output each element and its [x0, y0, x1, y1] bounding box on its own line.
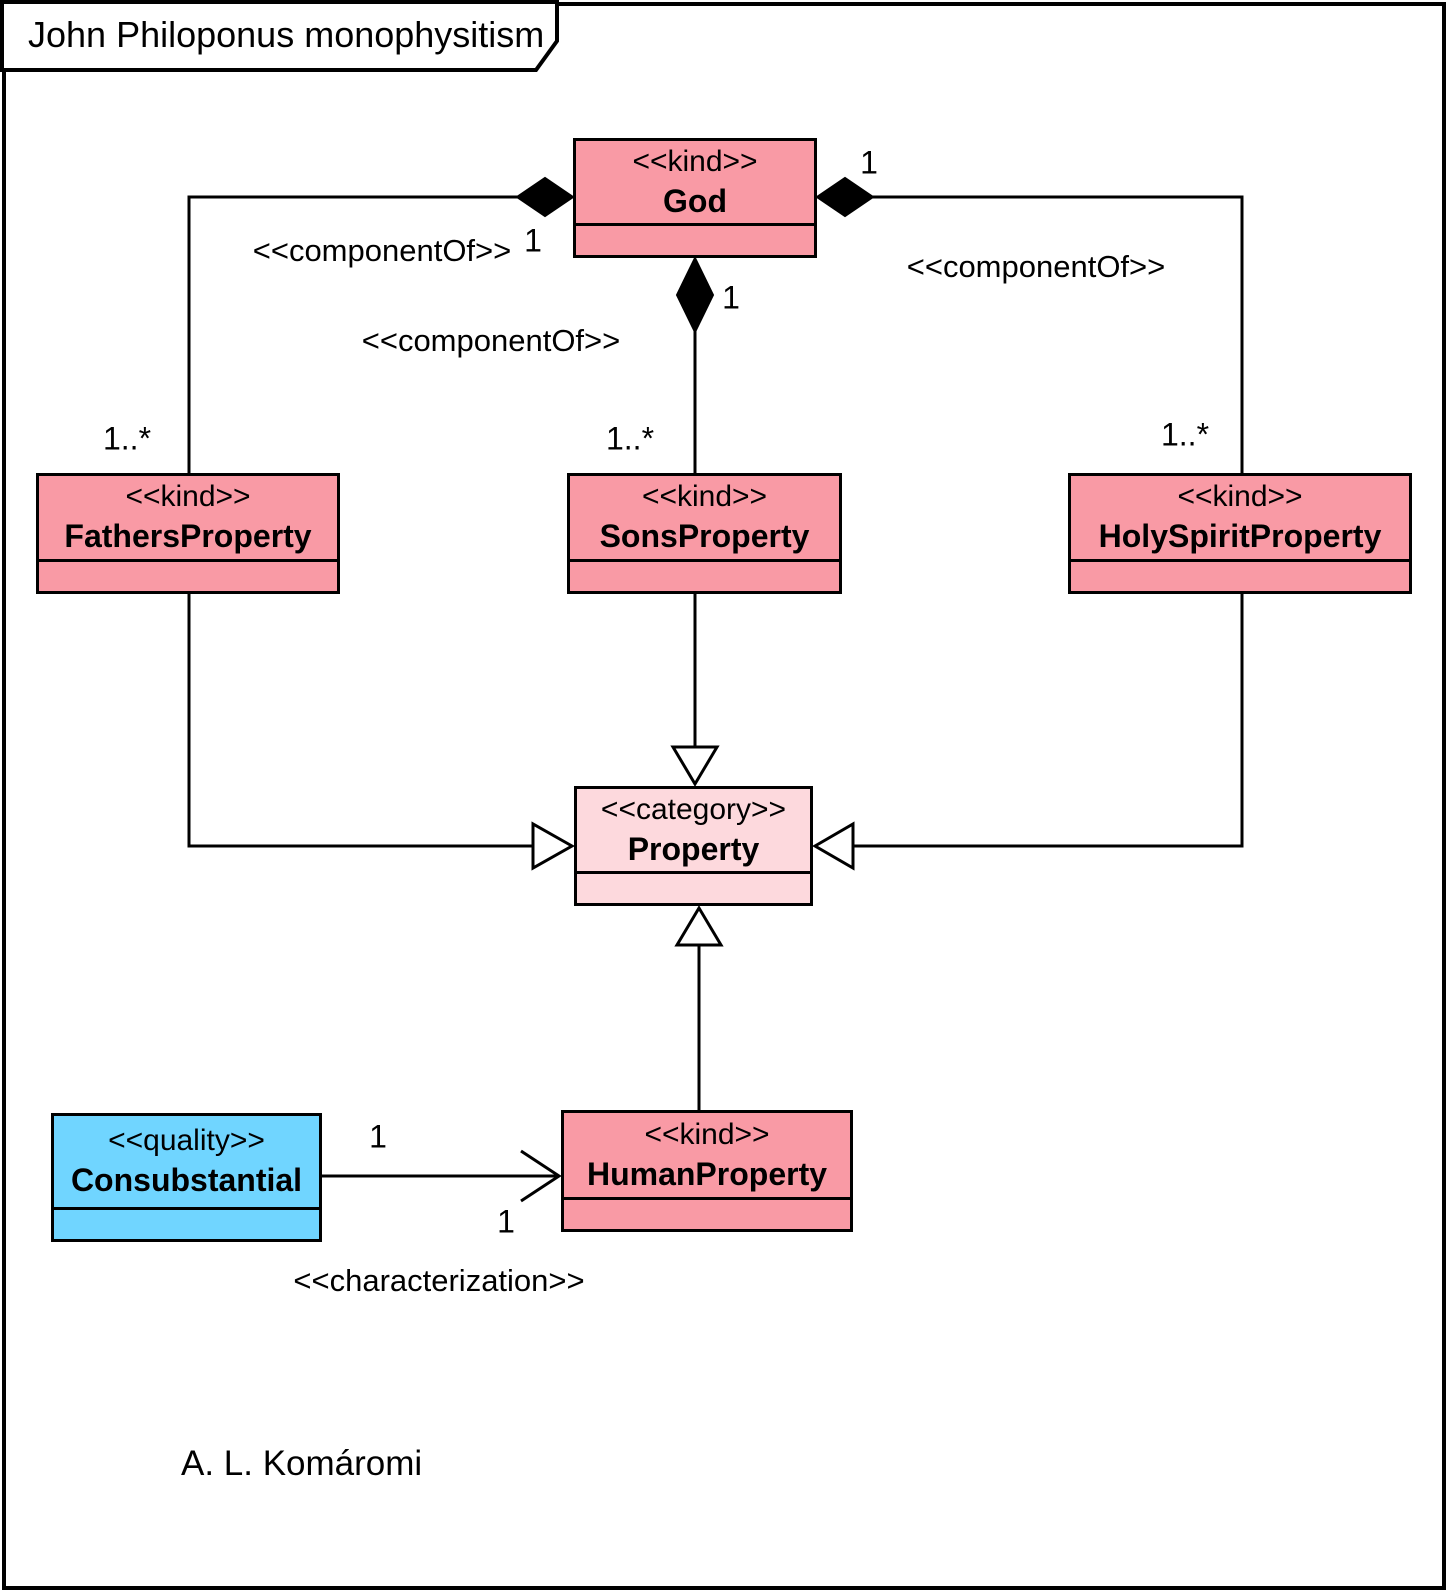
class-stereotype: <<kind>>: [644, 1117, 770, 1151]
class-name: FathersProperty: [64, 518, 312, 554]
class-god[interactable]: <<kind>> God: [573, 138, 817, 258]
multiplicity-label: 1..*: [605, 420, 655, 457]
class-header: <<kind>> HolySpiritProperty: [1071, 476, 1409, 562]
class-header: <<kind>> HumanProperty: [564, 1113, 850, 1200]
multiplicity-label: 1: [524, 222, 542, 259]
multiplicity-label: 1: [369, 1118, 387, 1155]
class-header: <<category>> Property: [577, 789, 810, 874]
generalization-arrow-icon: [812, 821, 855, 871]
multiplicity-label: 1..*: [102, 420, 152, 457]
class-header: <<kind>> SonsProperty: [570, 476, 839, 562]
class-header: <<kind>> FathersProperty: [39, 476, 337, 562]
class-attributes-compartment: [1071, 562, 1409, 591]
class-name: HumanProperty: [586, 1155, 828, 1192]
multiplicity-label: 1: [722, 279, 740, 316]
edge-god-holy-spirit: [845, 195, 1244, 473]
class-stereotype: <<kind>>: [125, 480, 251, 513]
class-attributes-compartment: [570, 562, 839, 591]
class-attributes-compartment: [576, 226, 814, 255]
class-stereotype: <<kind>>: [632, 144, 758, 178]
attribution-text: A. L. Komáromi: [181, 1444, 423, 1483]
edge-god-fathers: [187, 195, 545, 473]
class-stereotype: <<kind>>: [1177, 480, 1303, 513]
class-attributes-compartment: [39, 562, 337, 591]
class-holy-spirit-property[interactable]: <<kind>> HolySpiritProperty: [1068, 473, 1412, 594]
class-stereotype: <<category>>: [600, 792, 787, 826]
class-human-property[interactable]: <<kind>> HumanProperty: [561, 1110, 853, 1232]
composition-diamond-icon: [815, 176, 875, 218]
class-name: God: [663, 182, 727, 219]
composition-diamond-icon: [515, 176, 575, 218]
class-stereotype: <<kind>>: [641, 480, 768, 513]
class-name: SonsProperty: [599, 518, 810, 554]
edge-stereotype-label: <<characterization>>: [293, 1263, 585, 1298]
open-arrow-icon: [520, 1149, 562, 1203]
class-consubstantial[interactable]: <<quality>> Consubstantial: [51, 1113, 322, 1242]
class-sons-property[interactable]: <<kind>> SonsProperty: [567, 473, 842, 594]
class-attributes-compartment: [54, 1210, 319, 1239]
edge-stereotype-label: <<componentOf>>: [361, 323, 621, 358]
class-attributes-compartment: [564, 1200, 850, 1229]
class-attributes-compartment: [577, 874, 810, 903]
class-header: <<kind>> God: [576, 141, 814, 226]
multiplicity-label: 1..*: [1160, 416, 1210, 453]
multiplicity-label: 1: [860, 144, 878, 181]
edge-stereotype-label: <<componentOf>>: [906, 249, 1166, 284]
class-header: <<quality>> Consubstantial: [54, 1116, 319, 1210]
class-property[interactable]: <<category>> Property: [574, 786, 813, 906]
class-name: HolySpiritProperty: [1098, 518, 1382, 554]
edge-stereotype-label: <<componentOf>>: [252, 233, 512, 268]
generalization-arrow-icon: [531, 821, 576, 871]
edge-fathers-property: [187, 594, 534, 848]
class-stereotype: <<quality>>: [108, 1124, 265, 1157]
diagram-title: John Philoponus monophysitism: [28, 14, 545, 55]
multiplicity-label: 1: [497, 1203, 515, 1240]
class-fathers-property[interactable]: <<kind>> FathersProperty: [36, 473, 340, 594]
generalization-arrow-icon: [674, 905, 724, 947]
class-name: Property: [627, 830, 760, 867]
composition-diamond-icon: [675, 255, 715, 335]
class-name: Consubstantial: [70, 1162, 303, 1198]
edge-holy-spirit-property: [852, 594, 1244, 848]
generalization-arrow-icon: [670, 745, 720, 787]
